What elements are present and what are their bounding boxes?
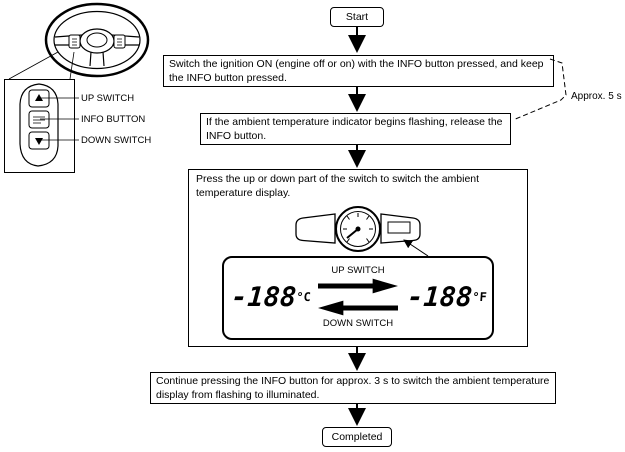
info-button-label: INFO BUTTON <box>81 114 146 125</box>
approx-duration-label: Approx. 5 s <box>571 91 622 102</box>
celsius-value: -188 <box>230 282 298 313</box>
step1-box: Switch the ignition ON (engine off or on… <box>163 55 554 87</box>
left-arrow-icon <box>318 300 398 316</box>
temperature-display-panel: UP SWITCH DOWN SWITCH -188°C -188°F <box>222 256 494 340</box>
down-switch-label: DOWN SWITCH <box>81 135 152 146</box>
up-switch-label: UP SWITCH <box>81 93 135 104</box>
steering-wheel-icon <box>44 2 150 78</box>
info-button <box>28 110 50 129</box>
right-arrow-icon <box>318 278 398 294</box>
up-switch-caption: UP SWITCH <box>331 265 385 276</box>
ambient-temperature-indicator <box>387 221 411 234</box>
down-switch-caption: DOWN SWITCH <box>322 318 394 329</box>
fahrenheit-value: -188 <box>406 282 474 313</box>
step3-text: Press the up or down part of the switch … <box>196 173 480 199</box>
instrument-cluster-icon <box>295 206 421 252</box>
celsius-unit: °C <box>295 290 312 304</box>
step3-box: Press the up or down part of the switch … <box>188 169 528 347</box>
start-node: Start <box>330 7 384 27</box>
switch-panel-callout <box>4 79 75 173</box>
fahrenheit-display: -188°F <box>405 281 489 314</box>
fahrenheit-unit: °F <box>471 290 488 304</box>
switch-panel-icon <box>19 83 59 167</box>
celsius-display: -188°C <box>229 281 313 314</box>
gauge-ticks <box>343 213 373 243</box>
step4-box: Continue pressing the INFO button for ap… <box>150 372 556 404</box>
completed-node: Completed <box>322 427 392 447</box>
step2-box: If the ambient temperature indicator beg… <box>200 113 511 145</box>
